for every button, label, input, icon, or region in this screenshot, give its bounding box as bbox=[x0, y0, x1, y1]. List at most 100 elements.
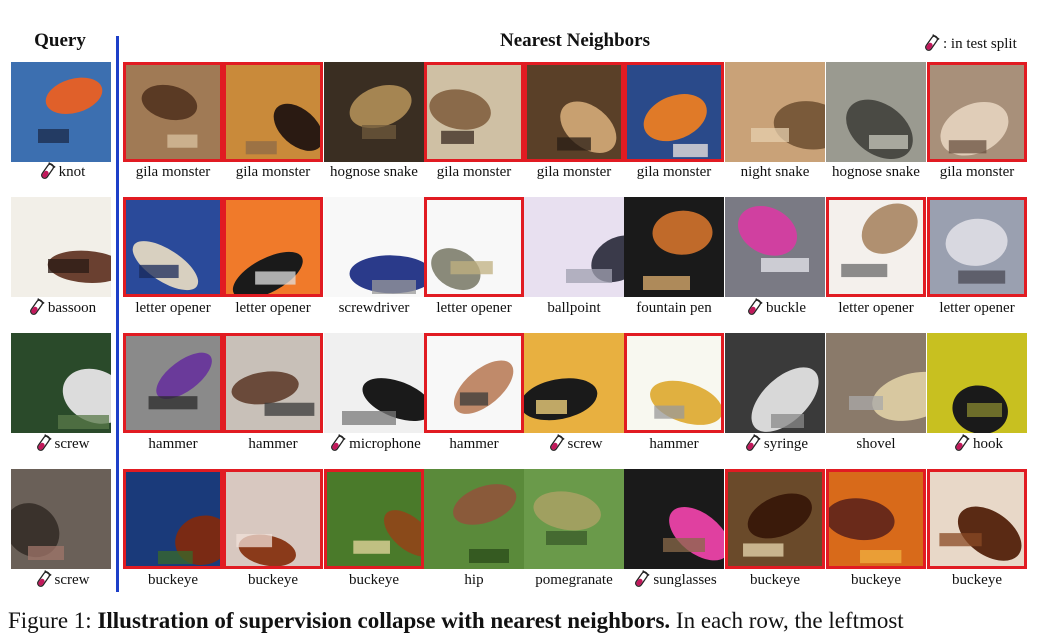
image-label: sunglasses bbox=[620, 570, 728, 590]
test-tube-icon bbox=[546, 434, 566, 454]
neighbor-image-same-class bbox=[826, 469, 926, 569]
neighbor-image bbox=[324, 333, 424, 433]
label-text: buckeye bbox=[952, 571, 1002, 588]
test-tube-icon bbox=[327, 434, 347, 454]
image-label: microphone bbox=[320, 434, 428, 454]
test-tube-icon bbox=[744, 298, 764, 318]
image-label: hammer bbox=[620, 434, 728, 454]
image-label: letter opener bbox=[923, 298, 1031, 318]
image-label: letter opener bbox=[219, 298, 327, 318]
image-label: letter opener bbox=[420, 298, 528, 318]
image-label: screwdriver bbox=[320, 298, 428, 318]
image-label: gila monster bbox=[923, 162, 1031, 182]
neighbor-image bbox=[826, 333, 926, 433]
label-text: microphone bbox=[349, 435, 421, 452]
image-label: buckeye bbox=[119, 570, 227, 590]
label-text: buckle bbox=[766, 299, 806, 316]
label-text: hammer bbox=[148, 435, 198, 452]
image-label: gila monster bbox=[219, 162, 327, 182]
label-text: gila monster bbox=[636, 163, 712, 180]
neighbor-image-same-class bbox=[223, 333, 323, 433]
neighbor-image-same-class bbox=[223, 469, 323, 569]
image-label: hognose snake bbox=[320, 162, 428, 182]
neighbor-image-same-class bbox=[927, 197, 1027, 297]
neighbor-image bbox=[424, 469, 524, 569]
neighbor-image bbox=[826, 62, 926, 162]
label-text: letter opener bbox=[436, 299, 512, 316]
label-text: pomegranate bbox=[535, 571, 613, 588]
neighbor-image-same-class bbox=[826, 197, 926, 297]
neighbor-image-same-class bbox=[223, 62, 323, 162]
query-image bbox=[11, 197, 111, 297]
image-label: letter opener bbox=[119, 298, 227, 318]
label-text: night snake bbox=[740, 163, 810, 180]
test-tube-icon bbox=[37, 162, 57, 182]
image-label: buckeye bbox=[320, 570, 428, 590]
legend: : in test split bbox=[921, 34, 1017, 54]
label-text: screw bbox=[54, 435, 90, 452]
label-text: letter opener bbox=[135, 299, 211, 316]
query-image bbox=[11, 333, 111, 433]
neighbor-image-same-class bbox=[123, 197, 223, 297]
label-text: buckeye bbox=[148, 571, 198, 588]
image-label: hammer bbox=[219, 434, 327, 454]
label-text: gila monster bbox=[235, 163, 311, 180]
image-label: gila monster bbox=[620, 162, 728, 182]
label-text: gila monster bbox=[536, 163, 612, 180]
caption-rest: In each row, the leftmost bbox=[670, 608, 904, 633]
image-label: buckeye bbox=[219, 570, 327, 590]
neighbor-image-same-class bbox=[424, 197, 524, 297]
image-label: bassoon bbox=[7, 298, 115, 318]
label-text: hammer bbox=[449, 435, 499, 452]
image-label: night snake bbox=[721, 162, 829, 182]
image-label: shovel bbox=[822, 434, 930, 454]
image-label: hognose snake bbox=[822, 162, 930, 182]
image-label: buckeye bbox=[923, 570, 1031, 590]
label-text: hammer bbox=[649, 435, 699, 452]
neighbor-image bbox=[624, 197, 724, 297]
label-text: fountain pen bbox=[636, 299, 712, 316]
image-label: pomegranate bbox=[520, 570, 628, 590]
neighbor-image-same-class bbox=[624, 62, 724, 162]
image-label: buckle bbox=[721, 298, 829, 318]
label-text: gila monster bbox=[939, 163, 1015, 180]
label-text: shovel bbox=[856, 435, 896, 452]
label-text: screw bbox=[54, 571, 90, 588]
image-label: ballpoint bbox=[520, 298, 628, 318]
label-text: hammer bbox=[248, 435, 298, 452]
neighbor-image bbox=[524, 333, 624, 433]
query-heading: Query bbox=[34, 30, 86, 51]
neighbor-image-same-class bbox=[725, 469, 825, 569]
image-label: screw bbox=[7, 434, 115, 454]
neighbor-image-same-class bbox=[123, 333, 223, 433]
image-label: screw bbox=[7, 570, 115, 590]
neighbor-image-same-class bbox=[123, 62, 223, 162]
image-label: gila monster bbox=[420, 162, 528, 182]
query-divider bbox=[116, 36, 119, 592]
neighbor-image-same-class bbox=[524, 62, 624, 162]
label-text: buckeye bbox=[851, 571, 901, 588]
neighbor-image bbox=[324, 62, 424, 162]
label-text: letter opener bbox=[939, 299, 1015, 316]
test-tube-icon bbox=[951, 434, 971, 454]
image-label: gila monster bbox=[119, 162, 227, 182]
label-text: screwdriver bbox=[338, 299, 410, 316]
neighbor-image-same-class bbox=[123, 469, 223, 569]
label-text: letter opener bbox=[838, 299, 914, 316]
neighbor-image-same-class bbox=[624, 333, 724, 433]
image-label: syringe bbox=[721, 434, 829, 454]
query-image bbox=[11, 62, 111, 162]
nearest-neighbors-heading: Nearest Neighbors bbox=[499, 30, 651, 51]
label-text: gila monster bbox=[436, 163, 512, 180]
query-image bbox=[11, 469, 111, 569]
label-text: sunglasses bbox=[653, 571, 717, 588]
neighbor-image-same-class bbox=[424, 62, 524, 162]
legend-text: : in test split bbox=[943, 35, 1017, 52]
image-label: knot bbox=[7, 162, 115, 182]
test-tube-icon bbox=[33, 570, 53, 590]
label-text: hognose snake bbox=[832, 163, 920, 180]
image-label: buckeye bbox=[721, 570, 829, 590]
label-text: screw bbox=[567, 435, 603, 452]
neighbor-image-same-class bbox=[424, 333, 524, 433]
neighbor-image bbox=[725, 333, 825, 433]
